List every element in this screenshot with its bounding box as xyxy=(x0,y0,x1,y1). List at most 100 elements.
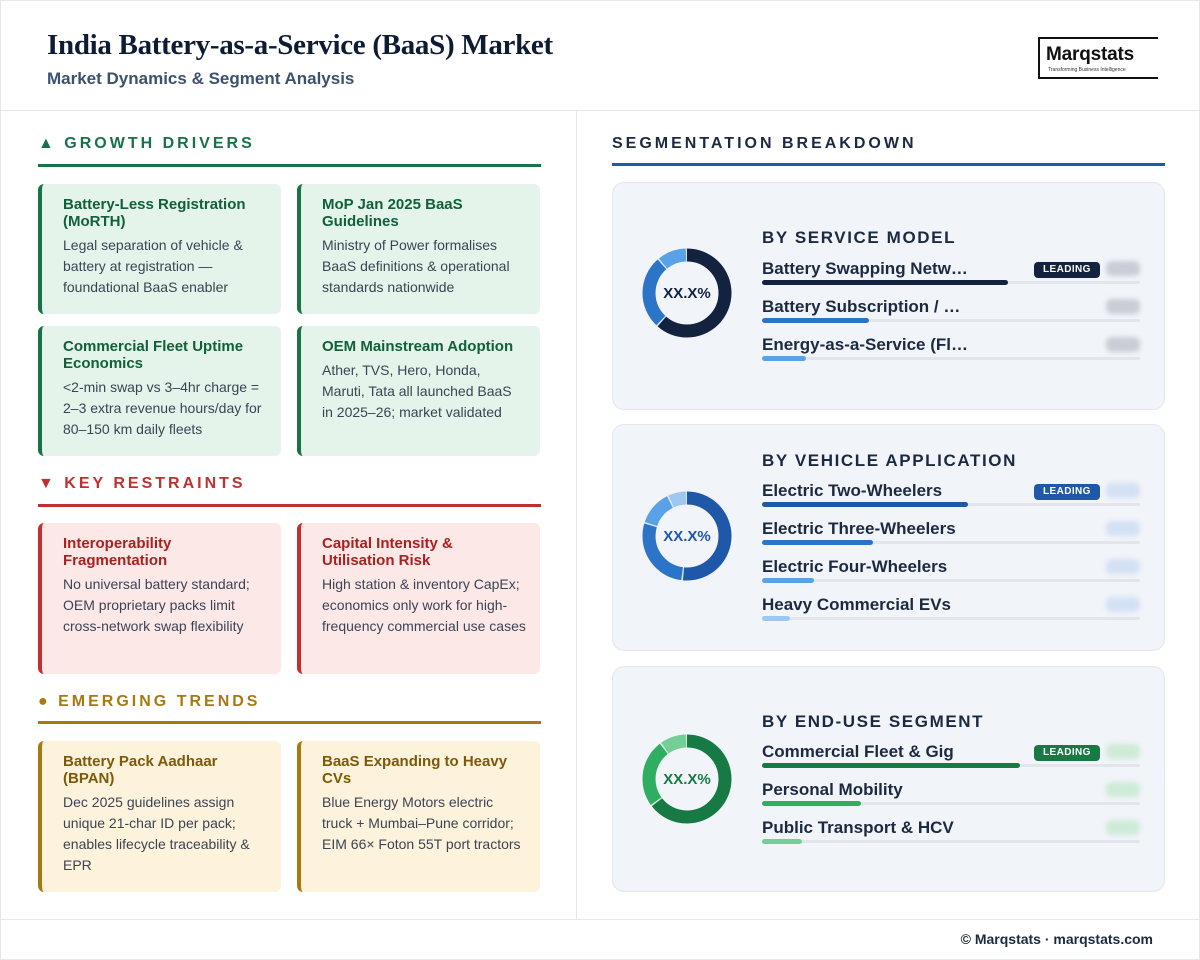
trend-card-body: Dec 2025 guidelines assign unique 21-cha… xyxy=(63,794,250,873)
driver-card-title: MoP Jan 2025 BaaS Guidelines xyxy=(322,196,463,230)
service-model-donut: XX.X% xyxy=(642,248,732,338)
segment-value-blurred xyxy=(1106,521,1140,536)
driver-card-body: Ministry of Power formalises BaaS defini… xyxy=(322,237,510,295)
segment-bar-track xyxy=(762,318,1140,323)
segment-value-blurred xyxy=(1106,483,1140,498)
segment-bar xyxy=(762,280,1009,285)
segment-value-blurred xyxy=(1106,782,1140,797)
emerging-trends-heading: ● EMERGING TRENDS xyxy=(38,693,260,711)
marqstats-logo: Marqstats Transforming Business Intellig… xyxy=(1038,37,1158,79)
segment-bar-track xyxy=(762,839,1140,844)
key-restraints-heading: ▼ KEY RESTRAINTS xyxy=(38,475,246,493)
segment-bar xyxy=(762,318,870,323)
donut-slice xyxy=(642,491,732,581)
driver-card-body: Ather, TVS, Hero, Honda, Maruti, Tata al… xyxy=(322,362,512,420)
segment-value-blurred xyxy=(1106,299,1140,314)
segment-label: Electric Four-Wheelers xyxy=(762,557,948,576)
segment-row: Battery Swapping Netw… LEADING xyxy=(762,259,1140,289)
logo-name: Marqstats xyxy=(1046,44,1134,65)
panel-title: BY END-USE SEGMENT xyxy=(762,712,985,731)
segment-label: Electric Two-Wheelers xyxy=(762,481,943,500)
driver-card-body: <2-min swap vs 3–4hr charge = 2–3 extra … xyxy=(63,379,262,437)
segment-bar xyxy=(762,801,862,806)
segment-bar-track xyxy=(762,356,1140,361)
segment-label: Heavy Commercial EVs xyxy=(762,595,951,614)
vehicle-application-donut: XX.X% xyxy=(642,491,732,581)
restraint-card-body: No universal battery standard; OEM propr… xyxy=(63,576,250,634)
segment-value-blurred xyxy=(1106,559,1140,574)
leading-badge: LEADING xyxy=(1034,262,1100,278)
segment-row: Electric Two-Wheelers LEADING xyxy=(762,481,1140,511)
segment-bar xyxy=(762,616,790,621)
segment-row: Battery Subscription / … xyxy=(762,297,1140,327)
restraint-card: Interoperability Fragmentation No univer… xyxy=(38,523,281,674)
segment-row: Commercial Fleet & Gig LEADING xyxy=(762,742,1140,772)
emerging-trends-rule xyxy=(38,721,541,724)
restraint-card-title: Capital Intensity & Utilisation Risk xyxy=(322,535,453,569)
key-restraints-rule xyxy=(38,504,541,507)
segment-row: Electric Four-Wheelers xyxy=(762,557,1140,587)
growth-drivers-heading: ▲ GROWTH DRIVERS xyxy=(38,135,255,153)
segment-row: Personal Mobility xyxy=(762,780,1140,810)
driver-card-title: Battery-Less Registration (MoRTH) xyxy=(63,196,246,230)
donut-slice xyxy=(642,248,732,338)
donut-slice xyxy=(642,248,732,338)
footer-credit: © Marqstats · marqstats.com xyxy=(960,931,1153,947)
segment-bar-track xyxy=(762,578,1140,583)
restraint-card-title: Interoperability Fragmentation xyxy=(63,535,172,569)
trend-card: BaaS Expanding to Heavy CVs Blue Energy … xyxy=(297,741,540,892)
segmentation-heading: SEGMENTATION BREAKDOWN xyxy=(612,135,917,152)
segment-row: Heavy Commercial EVs xyxy=(762,595,1140,625)
segment-value-blurred xyxy=(1106,261,1140,276)
segment-bar xyxy=(762,839,802,844)
segment-bar-track xyxy=(762,502,1140,507)
donut-slice xyxy=(642,491,732,581)
segment-label: Electric Three-Wheelers xyxy=(762,519,956,538)
segment-label: Energy-as-a-Service (Fl… xyxy=(762,335,968,354)
segment-bar-track xyxy=(762,616,1140,621)
segment-bar xyxy=(762,578,814,583)
segment-value-blurred xyxy=(1106,744,1140,759)
panel-title: BY SERVICE MODEL xyxy=(762,228,957,247)
donut-center-label: XX.X% xyxy=(663,528,711,545)
footer-rule xyxy=(1,919,1200,920)
segment-row: Public Transport & HCV xyxy=(762,818,1140,848)
triangle-down-icon: ▼ xyxy=(38,475,57,492)
trend-card: Battery Pack Aadhaar (BPAN) Dec 2025 gui… xyxy=(38,741,281,892)
driver-card: MoP Jan 2025 BaaS Guidelines Ministry of… xyxy=(297,184,540,314)
page-subtitle: Market Dynamics & Segment Analysis xyxy=(47,69,355,88)
page-title: India Battery-as-a-Service (BaaS) Market xyxy=(47,29,553,61)
segment-label: Public Transport & HCV xyxy=(762,818,954,837)
service-model-panel: XX.X% BY SERVICE MODEL Battery Swapping … xyxy=(612,182,1165,410)
logo-tagline: Transforming Business Intelligence xyxy=(1048,67,1126,73)
trend-card-body: Blue Energy Motors electric truck + Mumb… xyxy=(322,794,521,852)
column-divider xyxy=(576,111,577,919)
segment-label: Personal Mobility xyxy=(762,780,903,799)
segment-bar xyxy=(762,356,806,361)
vehicle-application-panel: XX.X% BY VEHICLE APPLICATION Electric Tw… xyxy=(612,424,1165,651)
key-restraints-title: KEY RESTRAINTS xyxy=(64,475,246,492)
segment-value-blurred xyxy=(1106,337,1140,352)
trend-card-title: BaaS Expanding to Heavy CVs xyxy=(322,753,508,787)
restraint-card: Capital Intensity & Utilisation Risk Hig… xyxy=(297,523,540,674)
segment-label: Commercial Fleet & Gig xyxy=(762,742,954,761)
segmentation-rule xyxy=(612,163,1165,166)
triangle-up-icon: ▲ xyxy=(38,135,57,152)
driver-card-title: OEM Mainstream Adoption xyxy=(322,338,514,355)
end-use-segment-panel: XX.X% BY END-USE SEGMENT Commercial Flee… xyxy=(612,666,1165,892)
donut-slice xyxy=(642,734,732,824)
growth-drivers-rule xyxy=(38,164,541,167)
driver-card-title: Commercial Fleet Uptime Economics xyxy=(63,338,244,372)
leading-badge: LEADING xyxy=(1034,484,1100,500)
donut-center-label: XX.X% xyxy=(663,771,711,788)
segment-value-blurred xyxy=(1106,820,1140,835)
segment-bar-track xyxy=(762,801,1140,806)
driver-card: Battery-Less Registration (MoRTH) Legal … xyxy=(38,184,281,314)
segment-value-blurred xyxy=(1106,597,1140,612)
header: India Battery-as-a-Service (BaaS) Market… xyxy=(1,1,1200,111)
segment-bar-track xyxy=(762,763,1140,768)
driver-card: Commercial Fleet Uptime Economics <2-min… xyxy=(38,326,281,456)
segment-bar xyxy=(762,540,874,545)
segment-bar xyxy=(762,763,1020,768)
donut-center-label: XX.X% xyxy=(663,285,711,302)
